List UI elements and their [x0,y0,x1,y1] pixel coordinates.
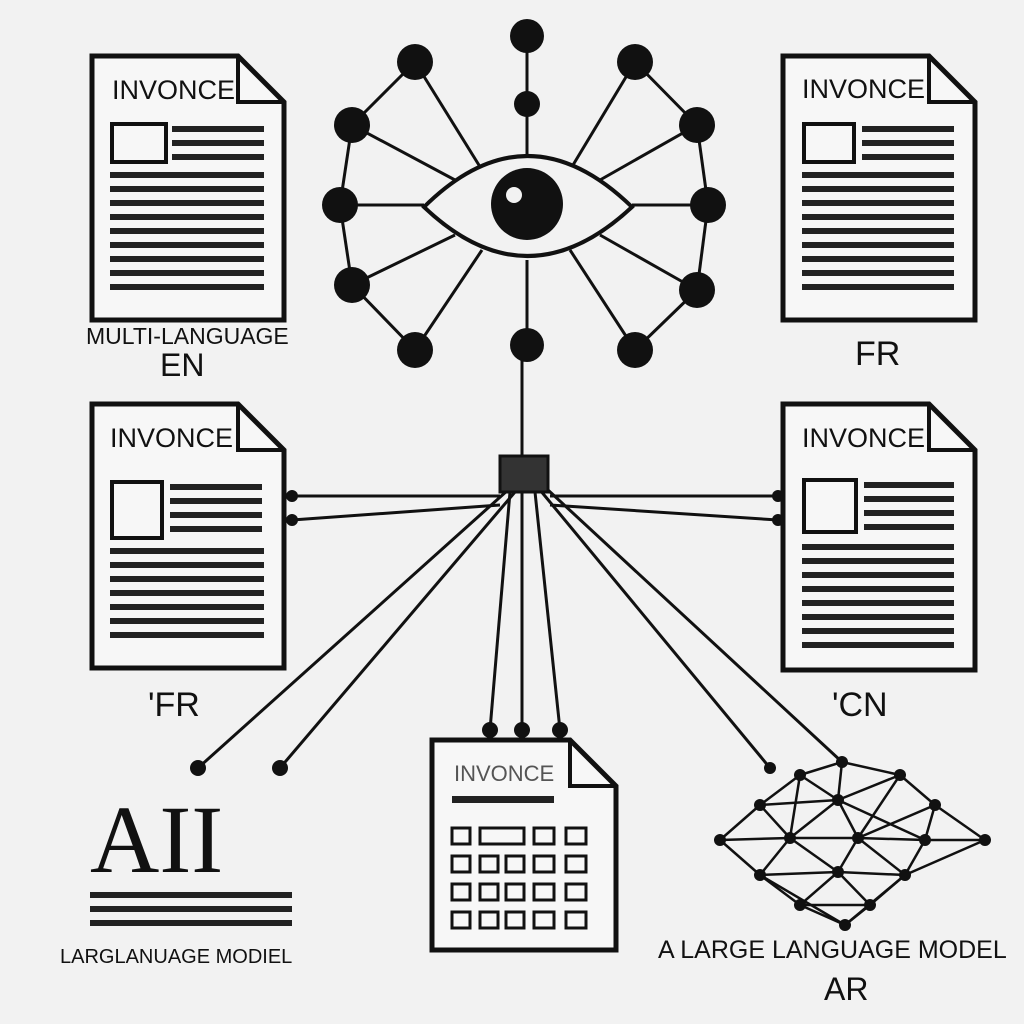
ai-title: AII [90,786,223,893]
network-edge [719,836,791,842]
chip-icon [498,454,550,494]
network-edge [856,774,902,839]
network-edge [841,760,901,777]
network-node [919,834,931,846]
document-language: EN [160,347,204,383]
network-edge [789,799,839,839]
eye-icon [421,154,635,258]
network-edge [836,761,844,801]
document-top-right: INVONCE FR [780,53,978,373]
llm-caption: A LARGE LANGUAGE MODEL [658,936,1007,964]
network-node [794,769,806,781]
document-language: FR [855,335,900,373]
network-edge [719,839,761,876]
network-edge [759,804,791,839]
network-edge [799,871,839,906]
network-edge [759,870,839,877]
document-header: INVONCE [802,74,925,104]
network-edge [837,871,871,906]
network-node [714,834,726,846]
network-edge [836,799,860,839]
network-edge [844,874,906,926]
document-mid-right: INVONCE 'CN [780,401,978,724]
network-node [836,756,848,768]
network-edge [857,803,936,840]
network-node [899,869,911,881]
network-edge [857,836,926,842]
network-edge [837,870,906,877]
network-edge [799,773,839,802]
network-edge [934,803,986,842]
network-edge [789,836,839,874]
network-node [832,866,844,878]
ai-caption: LARGLANUAGE MODIEL [60,946,292,968]
network-node [894,769,906,781]
document-language: 'FR [148,686,200,724]
network-edge [923,804,937,841]
document-caption: MULTI-LANGUAGE [86,323,289,349]
table-grid [450,826,588,930]
network-node [979,834,991,846]
network-edge [719,804,761,841]
network-node [852,832,864,844]
network-node [929,799,941,811]
network-edge [857,837,906,876]
network-node [839,919,851,931]
document-header: INVONCE [802,423,925,453]
network-node [864,899,876,911]
document-header: INVONCE [110,423,233,453]
network-edge [788,774,802,839]
network-node [832,794,844,806]
network-edge [837,798,926,842]
network-edge [759,774,801,806]
document-language: 'CN [832,686,888,724]
network-edge [903,839,927,876]
network-node [784,832,796,844]
network-edge [837,773,901,802]
network-node [794,899,806,911]
network-edge [799,760,843,777]
eye-network [322,19,726,368]
document-header: INVONCE [112,75,235,105]
network-edge [836,837,860,873]
network-edge [759,837,791,876]
ai-underlines [90,892,292,926]
network-edge [759,798,839,807]
network-node [754,799,766,811]
document-bottom-center: INVONCE [429,737,619,953]
network-edge [899,774,936,806]
network-edge [904,838,986,877]
document-top-left: INVONCE MULTI-LANGUAGE EN [86,53,289,383]
network-node [754,869,766,881]
llm-language: AR [824,971,868,1007]
document-header: INVONCE [454,761,554,786]
ai-block: AII LARGLANUAGE MODIEL [60,786,292,968]
document-mid-left: INVONCE 'FR [89,401,287,724]
neural-network-icon [714,756,991,931]
connection-lines [196,345,844,770]
connection-dots [190,490,784,776]
